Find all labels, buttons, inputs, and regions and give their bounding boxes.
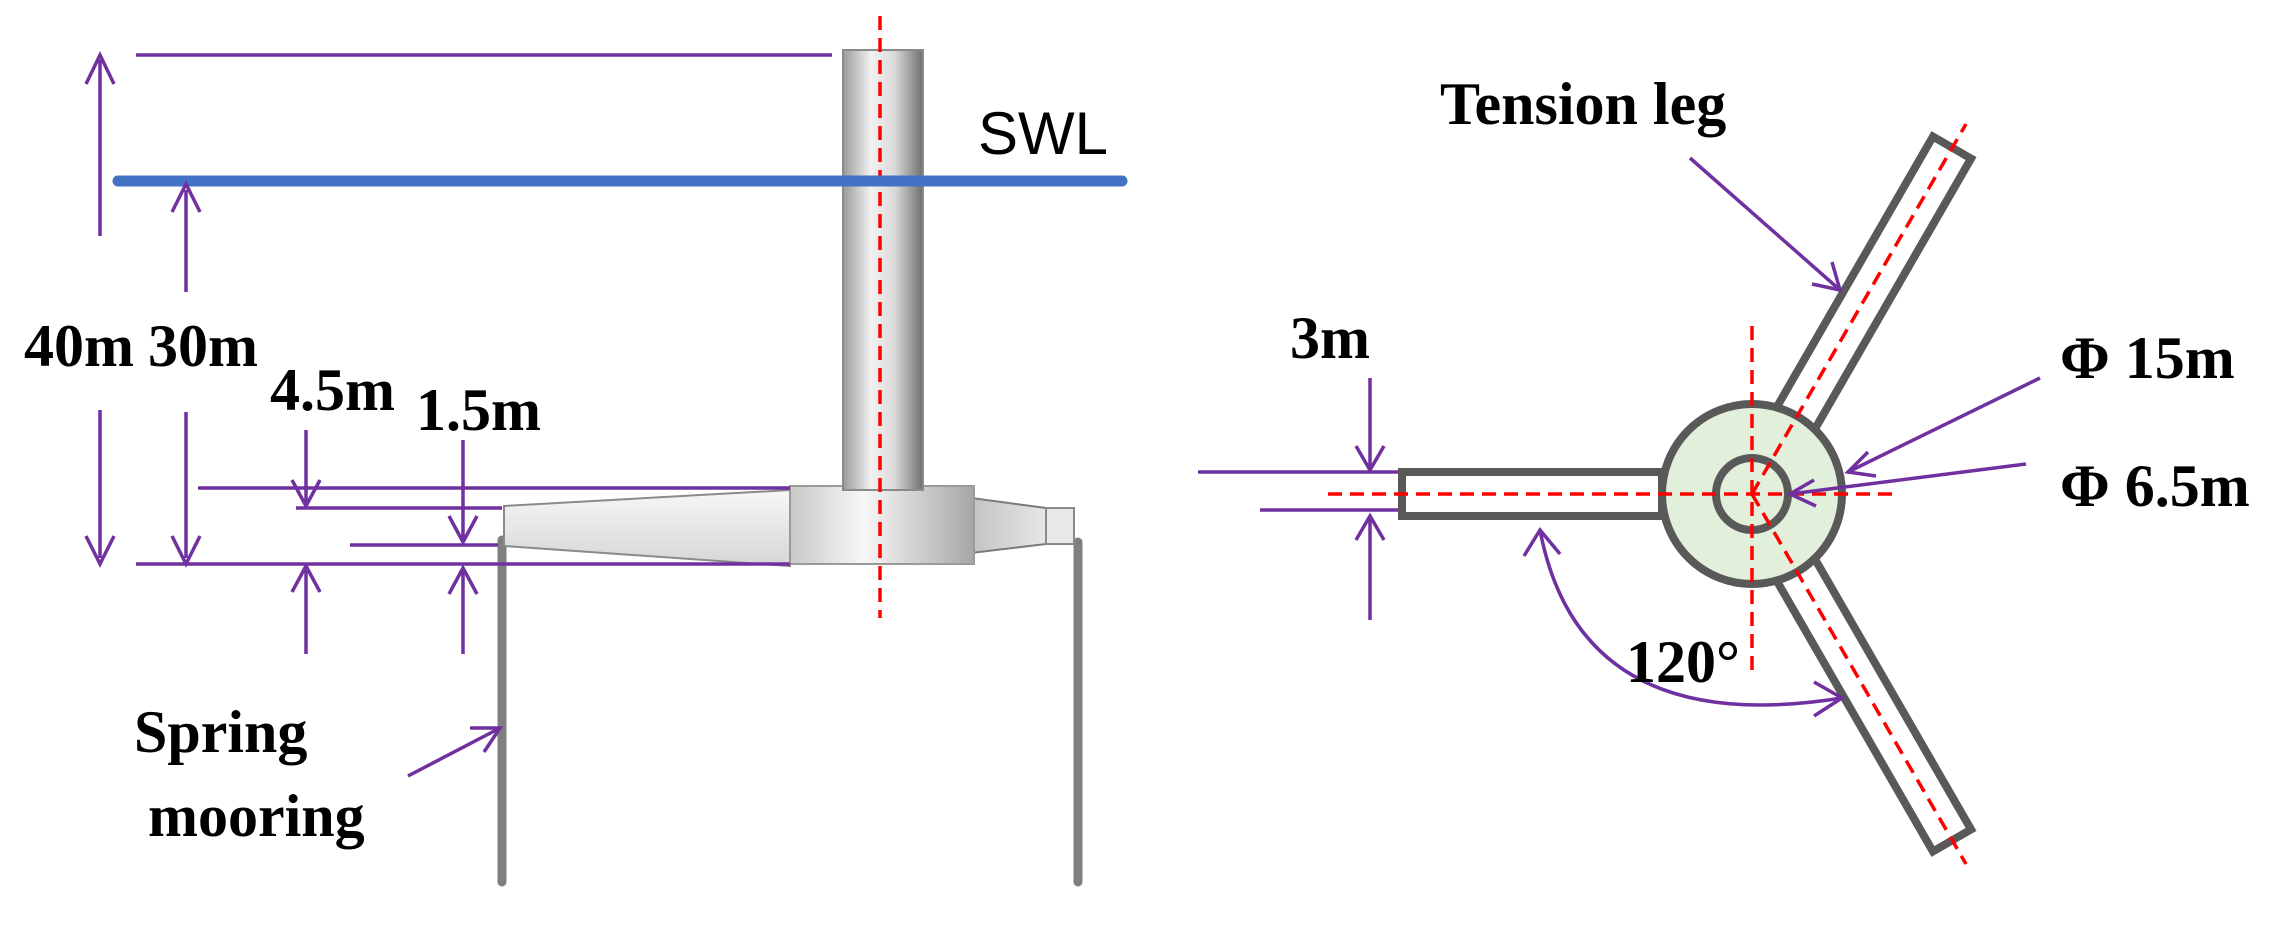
label-mooring: mooring [148,783,365,849]
side-view: SWL [24,16,1128,887]
pontoon-left [503,488,791,568]
phi-15m-arrow [1844,376,2041,478]
side-dimension-lines [136,53,832,566]
spring-mooring-arrow [407,726,504,778]
top-centerlines [1328,123,1968,865]
label-angle-120: 120° [1626,629,1740,695]
top-view: 3m Tension leg Φ 15m Φ 6.5m 120° [1198,71,2250,865]
label-spring: Spring [134,699,307,765]
swl-label: SWL [978,100,1108,167]
dimension-3m [1198,378,1398,620]
label-tension-leg: Tension leg [1440,71,1726,137]
label-phi-15m: Φ 15m [2060,325,2235,391]
dimension-1-5m [447,440,479,654]
angle-arc [1522,527,1846,718]
label-1-5m: 1.5m [416,377,541,443]
label-4-5m: 4.5m [270,357,395,423]
label-30m: 30m [148,313,258,379]
dimension-4-5m [290,430,322,654]
base-cylinder [789,485,975,565]
tension-leg-arrow [1688,156,1843,293]
label-3m: 3m [1290,305,1370,371]
pontoon-right-end [1045,507,1075,545]
label-40m: 40m [24,313,134,379]
dimension-40m [84,50,116,568]
phi-6-5m-arrow [1786,462,2027,508]
dimension-30m [170,180,202,568]
label-phi-6-5m: Φ 6.5m [2060,453,2250,519]
central-column [842,49,924,491]
